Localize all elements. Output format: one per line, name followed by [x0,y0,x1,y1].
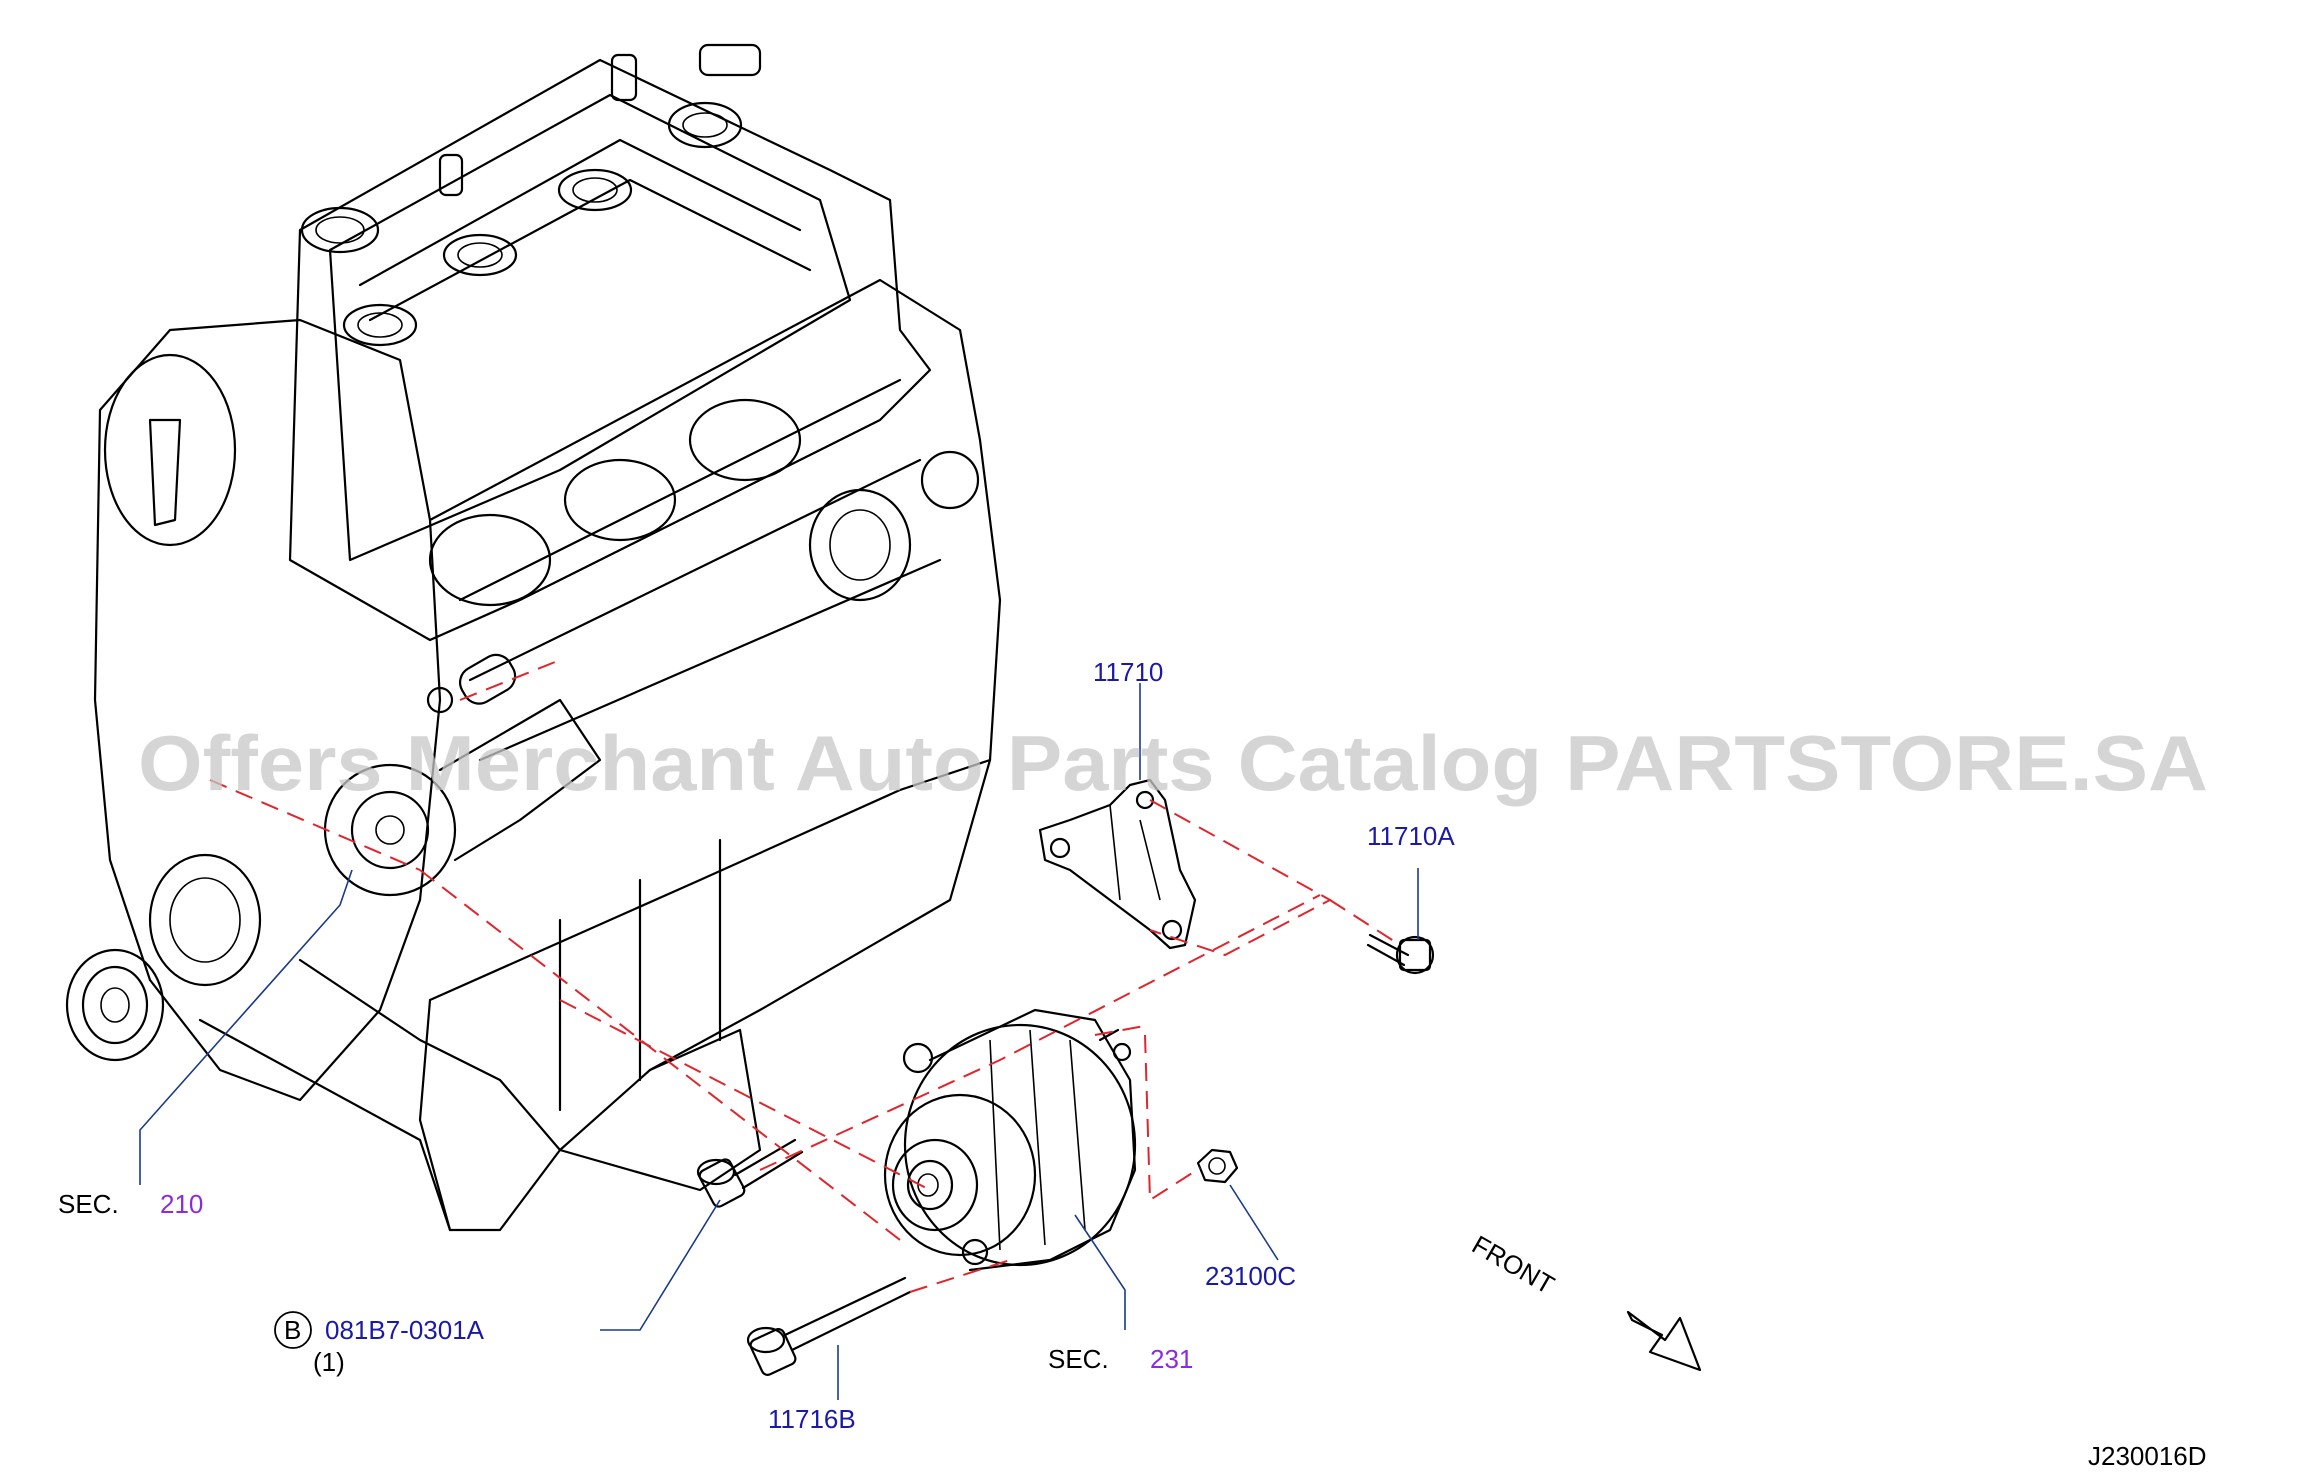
engine-assembly-drawing [65,43,1002,1232]
callout-badge-letter: B [284,1315,301,1345]
leader-lines [139,683,1419,1400]
nut-23100C-drawing [1196,1148,1239,1184]
section-ref-210[interactable]: SEC. 210 [58,1189,203,1219]
callout-11710A[interactable]: 11710A [1367,821,1455,851]
bolt-081B7-drawing [696,1138,804,1208]
callout-11710[interactable]: 11710 [1093,657,1163,687]
section-ref-231[interactable]: SEC. 231 [1048,1344,1193,1374]
watermark-text: Offers Merchant Auto Parts Catalog PARTS… [138,719,2208,807]
section-number-210[interactable]: 210 [160,1189,203,1219]
front-label: FRONT [1467,1229,1560,1300]
section-prefix: SEC. [58,1189,119,1219]
alternator-bracket-drawing [1038,778,1197,950]
callout-081B7-group[interactable]: B 081B7-0301A (1) [274,1311,485,1377]
callout-quantity: (1) [313,1347,345,1377]
front-direction-indicator: FRONT [1467,1229,1702,1372]
section-prefix: SEC. [1048,1344,1109,1374]
assembly-guide-lines [209,659,1401,1293]
callout-11716B[interactable]: 11716B [768,1404,856,1434]
section-number-231[interactable]: 231 [1150,1344,1193,1374]
callout-23100C[interactable]: 23100C [1205,1261,1296,1291]
diagram-code: J230016D [2088,1441,2207,1471]
bolt-11710A-drawing [1366,933,1435,975]
callout-badge-circle [274,1311,312,1349]
bolt-11716B-drawing [746,1276,912,1376]
callout-081B7-0301A[interactable]: 081B7-0301A [325,1315,485,1345]
alternator-drawing [883,1008,1137,1272]
